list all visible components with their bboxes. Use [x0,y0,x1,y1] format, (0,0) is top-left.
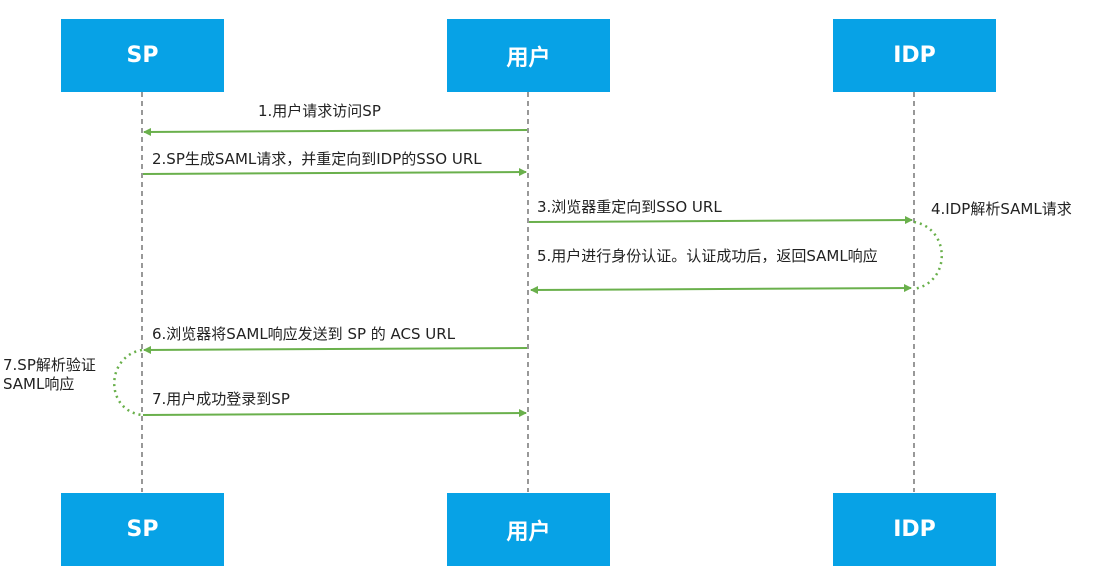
actor-sp-bottom: SP [61,493,224,566]
step-1-label: 1.用户请求访问SP [258,102,381,120]
actor-idp-bottom: IDP [833,493,996,566]
step-7-sp-note: 7.SP解析验证SAML响应 [3,356,96,393]
step-4-label: 4.IDP解析SAML请求 [931,200,1072,218]
loop-step-4 [913,220,943,291]
arrow-step-5 [530,284,912,294]
arrow-step-6 [143,345,528,354]
step-6-label: 6.浏览器将SAML响应发送到 SP 的 ACS URL [152,325,456,343]
step-3-label: 3.浏览器重定向到SSO URL [537,198,722,216]
step-7-label: 7.用户成功登录到SP [152,390,290,408]
loop-step-7 [113,348,143,417]
actor-user-top: 用户 [447,19,610,92]
actor-sp-top: SP [61,19,224,92]
step-5-label: 5.用户进行身份认证。认证成功后，返回SAML响应 [537,247,878,265]
actor-idp-top: IDP [833,19,996,92]
step-2-label: 2.SP生成SAML请求，并重定向到IDP的SSO URL [152,150,482,168]
arrow-step-1 [143,127,528,136]
arrow-step-2 [142,168,527,177]
arrow-step-3 [528,216,913,225]
arrow-step-7 [142,409,527,418]
actor-user-bottom: 用户 [447,493,610,566]
